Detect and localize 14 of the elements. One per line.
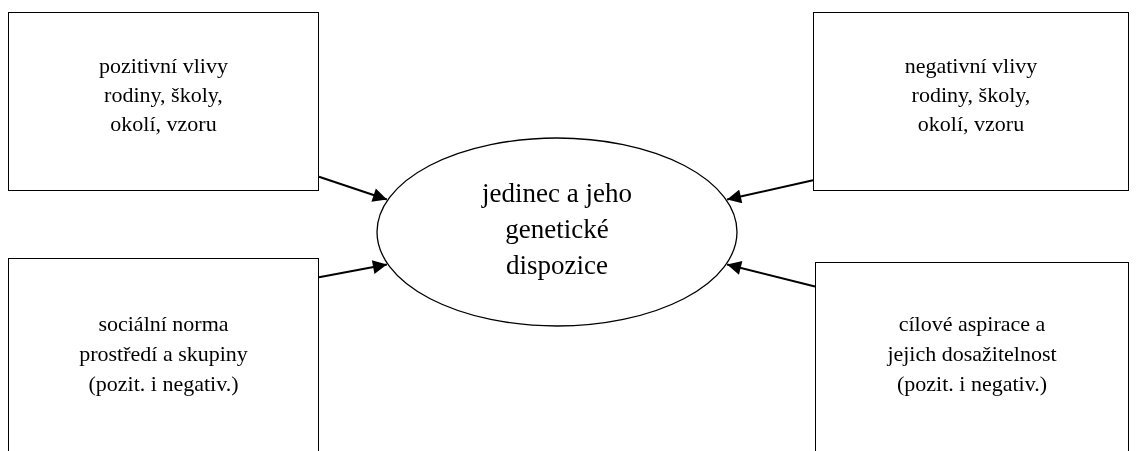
arrow (726, 261, 816, 288)
node-label: cílové aspirace a jejich dosažitelnost (pozit. i negativ.) (886, 310, 1058, 398)
arrow (726, 179, 814, 204)
node-label: negativní vlivy rodiny, školy, okolí, vzoru (903, 52, 1039, 138)
text-box (813, 12, 1129, 191)
text-box (8, 12, 319, 191)
oval-node (376, 137, 738, 327)
text-box (8, 258, 319, 451)
node-label: sociální norma prostředí a skupiny (pozit. i negativ.) (79, 310, 248, 398)
arrow (318, 175, 388, 202)
text-box (815, 262, 1129, 451)
node-label: pozitivní vlivy rodiny, školy, okolí, vzoru (98, 52, 229, 138)
node-label: jedinec a jeho genetické dispozice (480, 177, 633, 282)
arrow (318, 260, 388, 279)
